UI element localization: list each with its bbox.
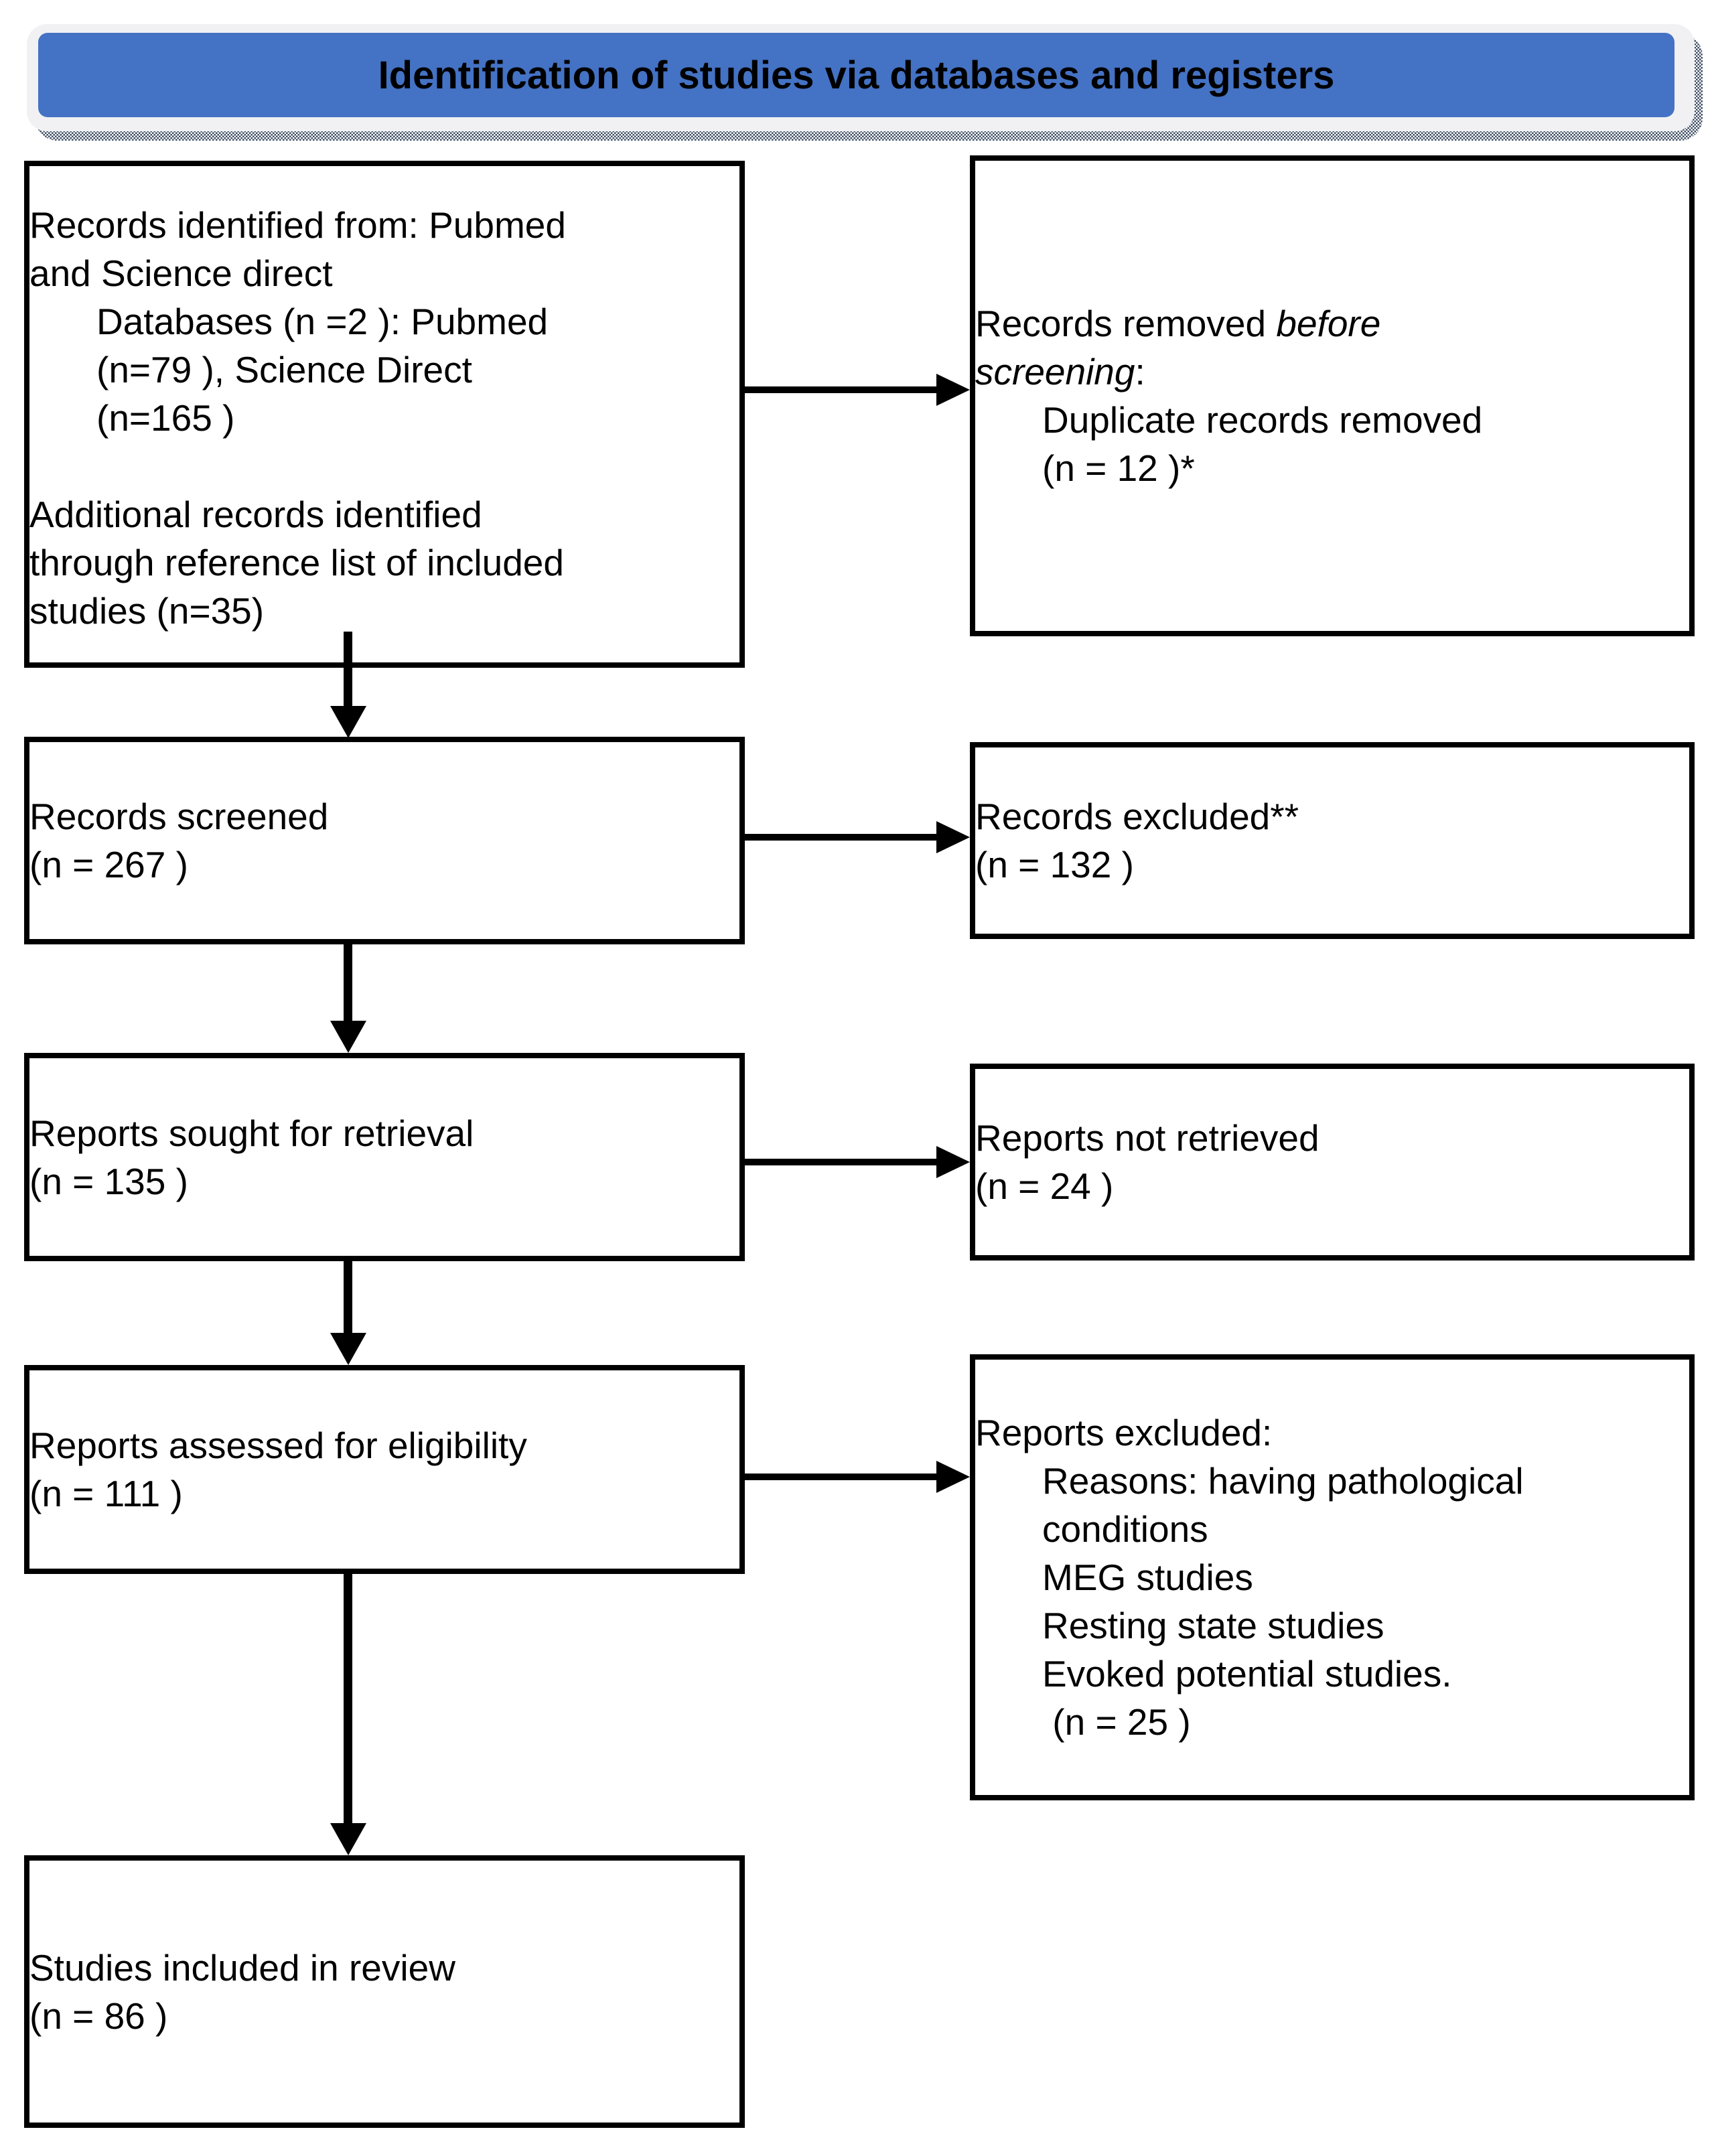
- arrow-shaft: [745, 1474, 939, 1480]
- box-reports-sought: Reports sought for retrieval (n = 135 ): [24, 1053, 745, 1261]
- text-line: (n = 25 ): [1042, 1701, 1191, 1743]
- box-studies-included: Studies included in review (n = 86 ): [24, 1855, 745, 2128]
- arrow-down-head: [330, 1333, 366, 1365]
- text-line: Reports excluded:: [975, 1412, 1273, 1453]
- italic-text: before: [1276, 303, 1381, 344]
- text-line: (n = 12 )*: [1042, 447, 1195, 489]
- box-reports-excluded: Reports excluded: Reasons: having patholo…: [970, 1354, 1695, 1800]
- text-line: conditions: [1042, 1508, 1208, 1550]
- text-line: Studies included in review: [29, 1946, 455, 1989]
- arrow-shaft: [745, 1159, 939, 1165]
- arrow-down-head: [330, 1823, 366, 1855]
- arrow-right-head: [936, 1146, 970, 1178]
- text-line: (n = 135 ): [29, 1160, 188, 1202]
- arrow-right-head: [936, 1461, 970, 1493]
- text-line: Records screened: [29, 796, 329, 837]
- arrow-shaft: [745, 386, 939, 393]
- banner: Identification of studies via databases …: [38, 33, 1674, 117]
- text-line: (n = 86 ): [29, 1995, 168, 2037]
- text-line: Records excluded**: [975, 796, 1299, 837]
- text-line: Records identified from: Pubmed: [29, 204, 566, 246]
- arrow-shaft: [745, 834, 939, 841]
- text-line: (n=165 ): [96, 397, 235, 439]
- box-records-excluded: Records excluded** (n = 132 ): [970, 742, 1695, 939]
- text-line: (n = 132 ): [975, 844, 1134, 885]
- text-line: Reasons: having pathological: [1042, 1460, 1524, 1502]
- text-line: Evoked potential studies.: [1042, 1653, 1452, 1695]
- box-records-screened: Records screened (n = 267 ): [24, 737, 745, 944]
- text-line: [29, 442, 739, 490]
- text-line: (n = 24 ): [975, 1165, 1114, 1207]
- text-line: Duplicate records removed: [1042, 399, 1483, 441]
- text-line: Reports not retrieved: [975, 1117, 1319, 1159]
- arrow-right-head: [936, 821, 970, 853]
- text-line: (n = 267 ): [29, 844, 188, 885]
- arrow-shaft: [344, 944, 352, 1022]
- text-line: Records removed before: [975, 303, 1381, 344]
- text-block: Duplicate records removed (n = 12 )*: [975, 396, 1689, 492]
- arrow-shaft: [344, 632, 352, 709]
- arrow-shaft: [344, 1574, 352, 1825]
- arrow-down-head: [330, 1021, 366, 1053]
- text-line: MEG studies: [1042, 1557, 1253, 1598]
- text-line: Reports sought for retrieval: [29, 1112, 474, 1154]
- banner-wrapper: Identification of studies via databases …: [27, 24, 1695, 131]
- box-records-identified: Records identified from: Pubmed and Scien…: [24, 161, 745, 668]
- text-line: (n = 111 ): [29, 1473, 183, 1514]
- text-line: studies (n=35): [29, 590, 265, 632]
- box-records-removed-before-screening: Records removed before screening: Duplic…: [970, 155, 1695, 636]
- arrow-right-head: [936, 374, 970, 406]
- text-line: Reports assessed for eligibility: [29, 1425, 527, 1466]
- italic-text: screening: [975, 351, 1135, 392]
- text-line: through reference list of included: [29, 542, 564, 583]
- arrow-shaft: [344, 1261, 352, 1335]
- arrow-down-head: [330, 706, 366, 738]
- text-line: Additional records identified: [29, 494, 482, 535]
- text-line: and Science direct: [29, 253, 333, 294]
- text-line: Databases (n =2 ): Pubmed: [96, 301, 549, 342]
- box-reports-assessed: Reports assessed for eligibility (n = 111…: [24, 1365, 745, 1574]
- banner-title: Identification of studies via databases …: [378, 53, 1335, 97]
- box-reports-not-retrieved: Reports not retrieved (n = 24 ): [970, 1064, 1695, 1261]
- text-line: screening:: [975, 351, 1145, 392]
- text-line: (n=79 ), Science Direct: [96, 349, 472, 390]
- text-line: Resting state studies: [1042, 1605, 1384, 1646]
